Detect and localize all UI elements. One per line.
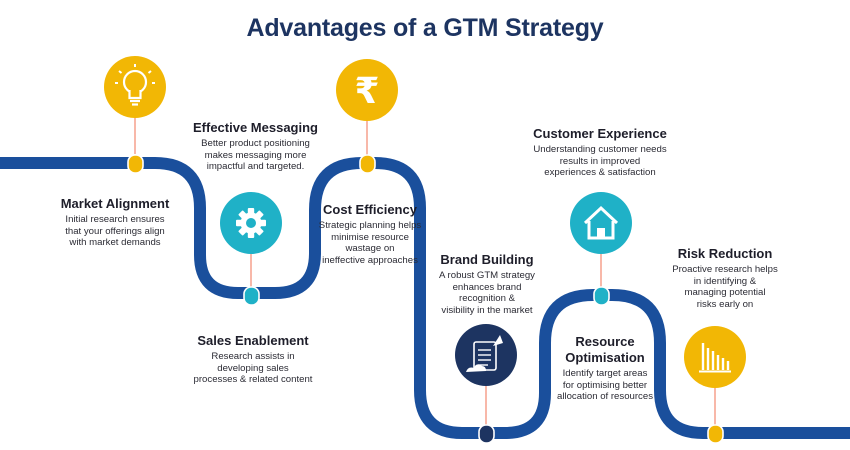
stage-brand-building: Brand Building A robust GTM strategy enh… (422, 252, 552, 316)
description-line: makes messaging more (204, 149, 307, 161)
description-line: A robust GTM strategy (439, 270, 535, 281)
description-line: visibility in the market (441, 304, 533, 316)
description-line: ineffective approaches (322, 254, 418, 266)
stage-description: Strategic planning helps minimise resour… (305, 220, 435, 266)
waypoint-effective-messaging (359, 154, 376, 174)
waypoint-sales-enablement (243, 286, 260, 306)
stage-description: Research assists in developing sales pro… (178, 351, 328, 386)
stage-cost-efficiency: Cost Efficiency Strategic planning helps… (305, 202, 435, 266)
stage-resource-optimisation: Resource Optimisation Identify target ar… (540, 334, 670, 403)
description-line: Better product positioning (201, 138, 310, 149)
stage-sales-enablement: Sales Enablement Research assists in dev… (178, 333, 328, 386)
description-line: wastage on (345, 243, 395, 254)
waypoint-brand-building (478, 424, 495, 444)
rupee-icon: ₹ (336, 59, 398, 121)
stage-risk-reduction: Risk Reduction Proactive research helps … (655, 246, 795, 310)
description-line: experiences & satisfaction (544, 167, 656, 178)
waypoint-market-alignment (127, 154, 144, 174)
stage-heading: Brand Building (440, 252, 534, 267)
home-icon (570, 192, 632, 254)
stage-description: Better product positioning makes messagi… (178, 138, 333, 173)
bar-chart-icon (684, 326, 746, 388)
gear-icon (220, 192, 282, 254)
stage-description: Understanding customer needs results in … (520, 144, 680, 179)
description-line: developing sales (217, 362, 289, 374)
description-line: allocation of resources (557, 391, 653, 402)
description-line: managing potential (684, 287, 766, 298)
description-line: that your offerings align (65, 225, 165, 237)
description-line: recognition & (459, 293, 515, 304)
page-title: Advantages of a GTM Strategy (246, 14, 604, 42)
description-line: with market demands (69, 237, 161, 248)
stage-customer-experience: Customer Experience Understanding custom… (520, 126, 680, 179)
description-line: minimise resource (331, 231, 409, 243)
description-line: for optimising better (562, 379, 648, 391)
stage-heading: Customer Experience (533, 126, 667, 141)
lightbulb-icon (104, 56, 166, 118)
stage-effective-messaging: Effective Messaging Better product posit… (178, 120, 333, 173)
heading-line: Optimisation (565, 350, 645, 365)
heading-line: Resource (575, 334, 635, 349)
stage-description: A robust GTM strategy enhances brand rec… (422, 270, 552, 316)
stage-description: Proactive research helps in identifying … (655, 264, 795, 310)
road-path (0, 157, 850, 439)
stage-heading: Effective Messaging (193, 120, 318, 135)
description-line: processes & related content (193, 374, 313, 385)
description-line: in identifying & (693, 275, 757, 287)
description-line: enhances brand (452, 281, 522, 293)
stage-description: Identify target areas for optimising bet… (540, 368, 670, 403)
description-line: Strategic planning helps (318, 220, 422, 231)
waypoint-risk-reduction (707, 424, 724, 444)
stage-heading: Cost Efficiency (323, 202, 417, 217)
rocket-document-icon (455, 324, 517, 386)
description-line: Understanding customer needs (533, 144, 667, 155)
stage-heading: Market Alignment (60, 196, 170, 211)
stage-heading: Sales Enablement (197, 333, 309, 348)
description-line: results in improved (559, 155, 641, 167)
svg-text:₹: ₹ (354, 71, 379, 112)
stage-description: Initial research ensures that your offer… (40, 214, 190, 249)
stage-heading: Resource Optimisation (540, 334, 670, 366)
description-line: risks early on (696, 298, 754, 310)
description-line: Proactive research helps (672, 264, 778, 275)
stage-heading: Risk Reduction (677, 246, 773, 261)
waypoint-customer-experience (593, 286, 610, 306)
description-line: Identify target areas (562, 368, 648, 379)
stage-market-alignment: Market Alignment Initial research ensure… (40, 196, 190, 249)
description-line: impactful and targeted. (206, 161, 305, 172)
description-line: Initial research ensures (65, 214, 165, 225)
description-line: Research assists in (211, 351, 295, 362)
